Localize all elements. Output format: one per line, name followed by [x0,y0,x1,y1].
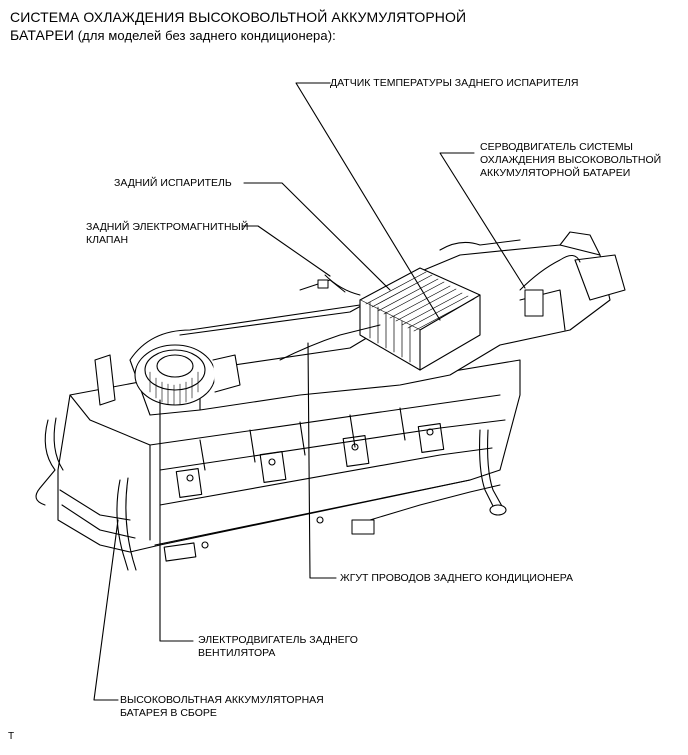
leader-rear-evaporator [243,182,391,291]
blower-fan [134,344,241,406]
title-line-2: БАТАРЕИ (для моделей без заднего кондици… [10,26,570,45]
right-pipe [479,429,507,516]
leader-rear-ac-harness [307,342,337,579]
leader-lines [93,82,526,701]
wiring-harness [279,255,581,535]
title-line-2-note: (для моделей без заднего кондиционера): [74,28,336,43]
label-servo-motor: СЕРВОДВИГАТЕЛЬ СИСТЕМЫ ОХЛАЖДЕНИЯ ВЫСОКО… [480,141,662,179]
label-rear-blower-motor: ЭЛЕКТРОДВИГАТЕЛЬ ЗАДНЕГО ВЕНТИЛЯТОРА [198,634,358,659]
leader-rear-solenoid-valve [241,225,331,277]
title-line-2-main: БАТАРЕИ [10,27,74,43]
leader-rear-blower-motor [159,399,194,642]
leader-rear-evap-temp-sensor [295,82,441,321]
left-pipes [35,354,137,571]
label-rear-evap-temp-sensor: ДАТЧИК ТЕМПЕРАТУРЫ ЗАДНЕГО ИСПАРИТЕЛЯ [330,77,579,89]
label-rear-ac-harness: ЖГУТ ПРОВОДОВ ЗАДНЕГО КОНДИЦИОНЕРА [340,572,574,584]
footer-mark: T [8,731,15,742]
tray-brackets [163,407,445,562]
diagram-title: СИСТЕМА ОХЛАЖДЕНИЯ ВЫСОКОВОЛЬТНОЙ АККУМУ… [10,8,570,45]
leader-hv-battery-assembly [93,519,119,701]
rear-evaporator-core [359,267,481,371]
label-hv-battery-assembly: ВЫСОКОВОЛЬТНАЯ АККУМУЛЯТОРНАЯ БАТАРЕЯ В … [120,694,324,719]
title-line-1: СИСТЕМА ОХЛАЖДЕНИЯ ВЫСОКОВОЛЬТНОЙ АККУМУ… [10,9,467,25]
label-rear-evaporator: ЗАДНИЙ ИСПАРИТЕЛЬ [114,177,232,189]
label-rear-solenoid-valve: ЗАДНИЙ ЭЛЕКТРОМАГНИТНЫЙ КЛАПАН [86,221,249,246]
leader-servo-motor [439,152,526,289]
